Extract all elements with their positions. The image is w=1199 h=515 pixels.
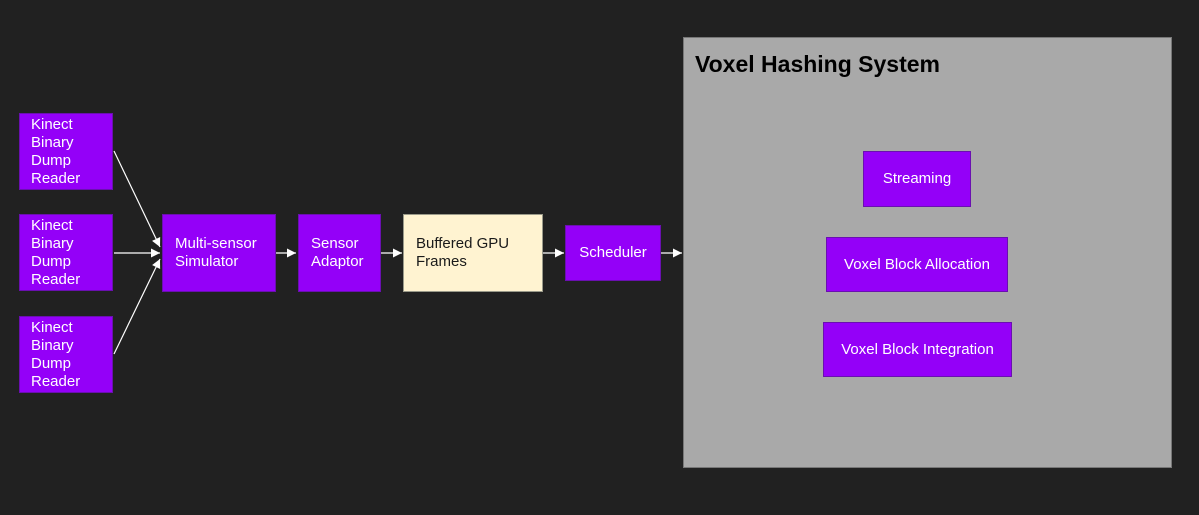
edge-kinect-3-to-simulator bbox=[113, 258, 161, 355]
kinect-binary-dump-reader-label-1: Kinect Binary Dump Reader bbox=[31, 115, 81, 187]
kinect-binary-dump-reader-node-3[interactable]: Kinect Binary Dump Reader bbox=[19, 316, 113, 393]
buffered-gpu-frames-label: Buffered GPU Frames bbox=[416, 235, 510, 270]
voxel-block-allocation-label: Voxel Block Allocation bbox=[844, 255, 990, 273]
kinect-binary-dump-reader-node-2[interactable]: Kinect Binary Dump Reader bbox=[19, 214, 113, 291]
sensor-adaptor-node[interactable]: Sensor Adaptor bbox=[298, 214, 381, 292]
scheduler-label: Scheduler bbox=[579, 244, 647, 261]
scheduler-node[interactable]: Scheduler bbox=[565, 225, 661, 281]
buffered-gpu-frames-node[interactable]: Buffered GPU Frames bbox=[403, 214, 543, 292]
voxel-block-integration-node[interactable]: Voxel Block Integration bbox=[823, 322, 1012, 377]
kinect-binary-dump-reader-node-1[interactable]: Kinect Binary Dump Reader bbox=[19, 113, 113, 190]
streaming-label: Streaming bbox=[882, 170, 952, 187]
multi-sensor-simulator-label: Multi-sensor Simulator bbox=[175, 235, 257, 270]
voxel-block-integration-label: Voxel Block Integration bbox=[841, 340, 994, 358]
voxel-hashing-system-cluster bbox=[683, 37, 1172, 468]
sensor-adaptor-label: Sensor Adaptor bbox=[311, 235, 364, 270]
multi-sensor-simulator-node[interactable]: Multi-sensor Simulator bbox=[162, 214, 276, 292]
edge-kinect-1-to-simulator bbox=[113, 150, 161, 248]
streaming-node[interactable]: Streaming bbox=[863, 151, 971, 207]
voxel-hashing-system-title: Voxel Hashing System bbox=[695, 51, 940, 77]
kinect-binary-dump-reader-label-3: Kinect Binary Dump Reader bbox=[31, 318, 81, 390]
voxel-block-allocation-node[interactable]: Voxel Block Allocation bbox=[826, 237, 1008, 292]
kinect-binary-dump-reader-label-2: Kinect Binary Dump Reader bbox=[31, 216, 81, 288]
